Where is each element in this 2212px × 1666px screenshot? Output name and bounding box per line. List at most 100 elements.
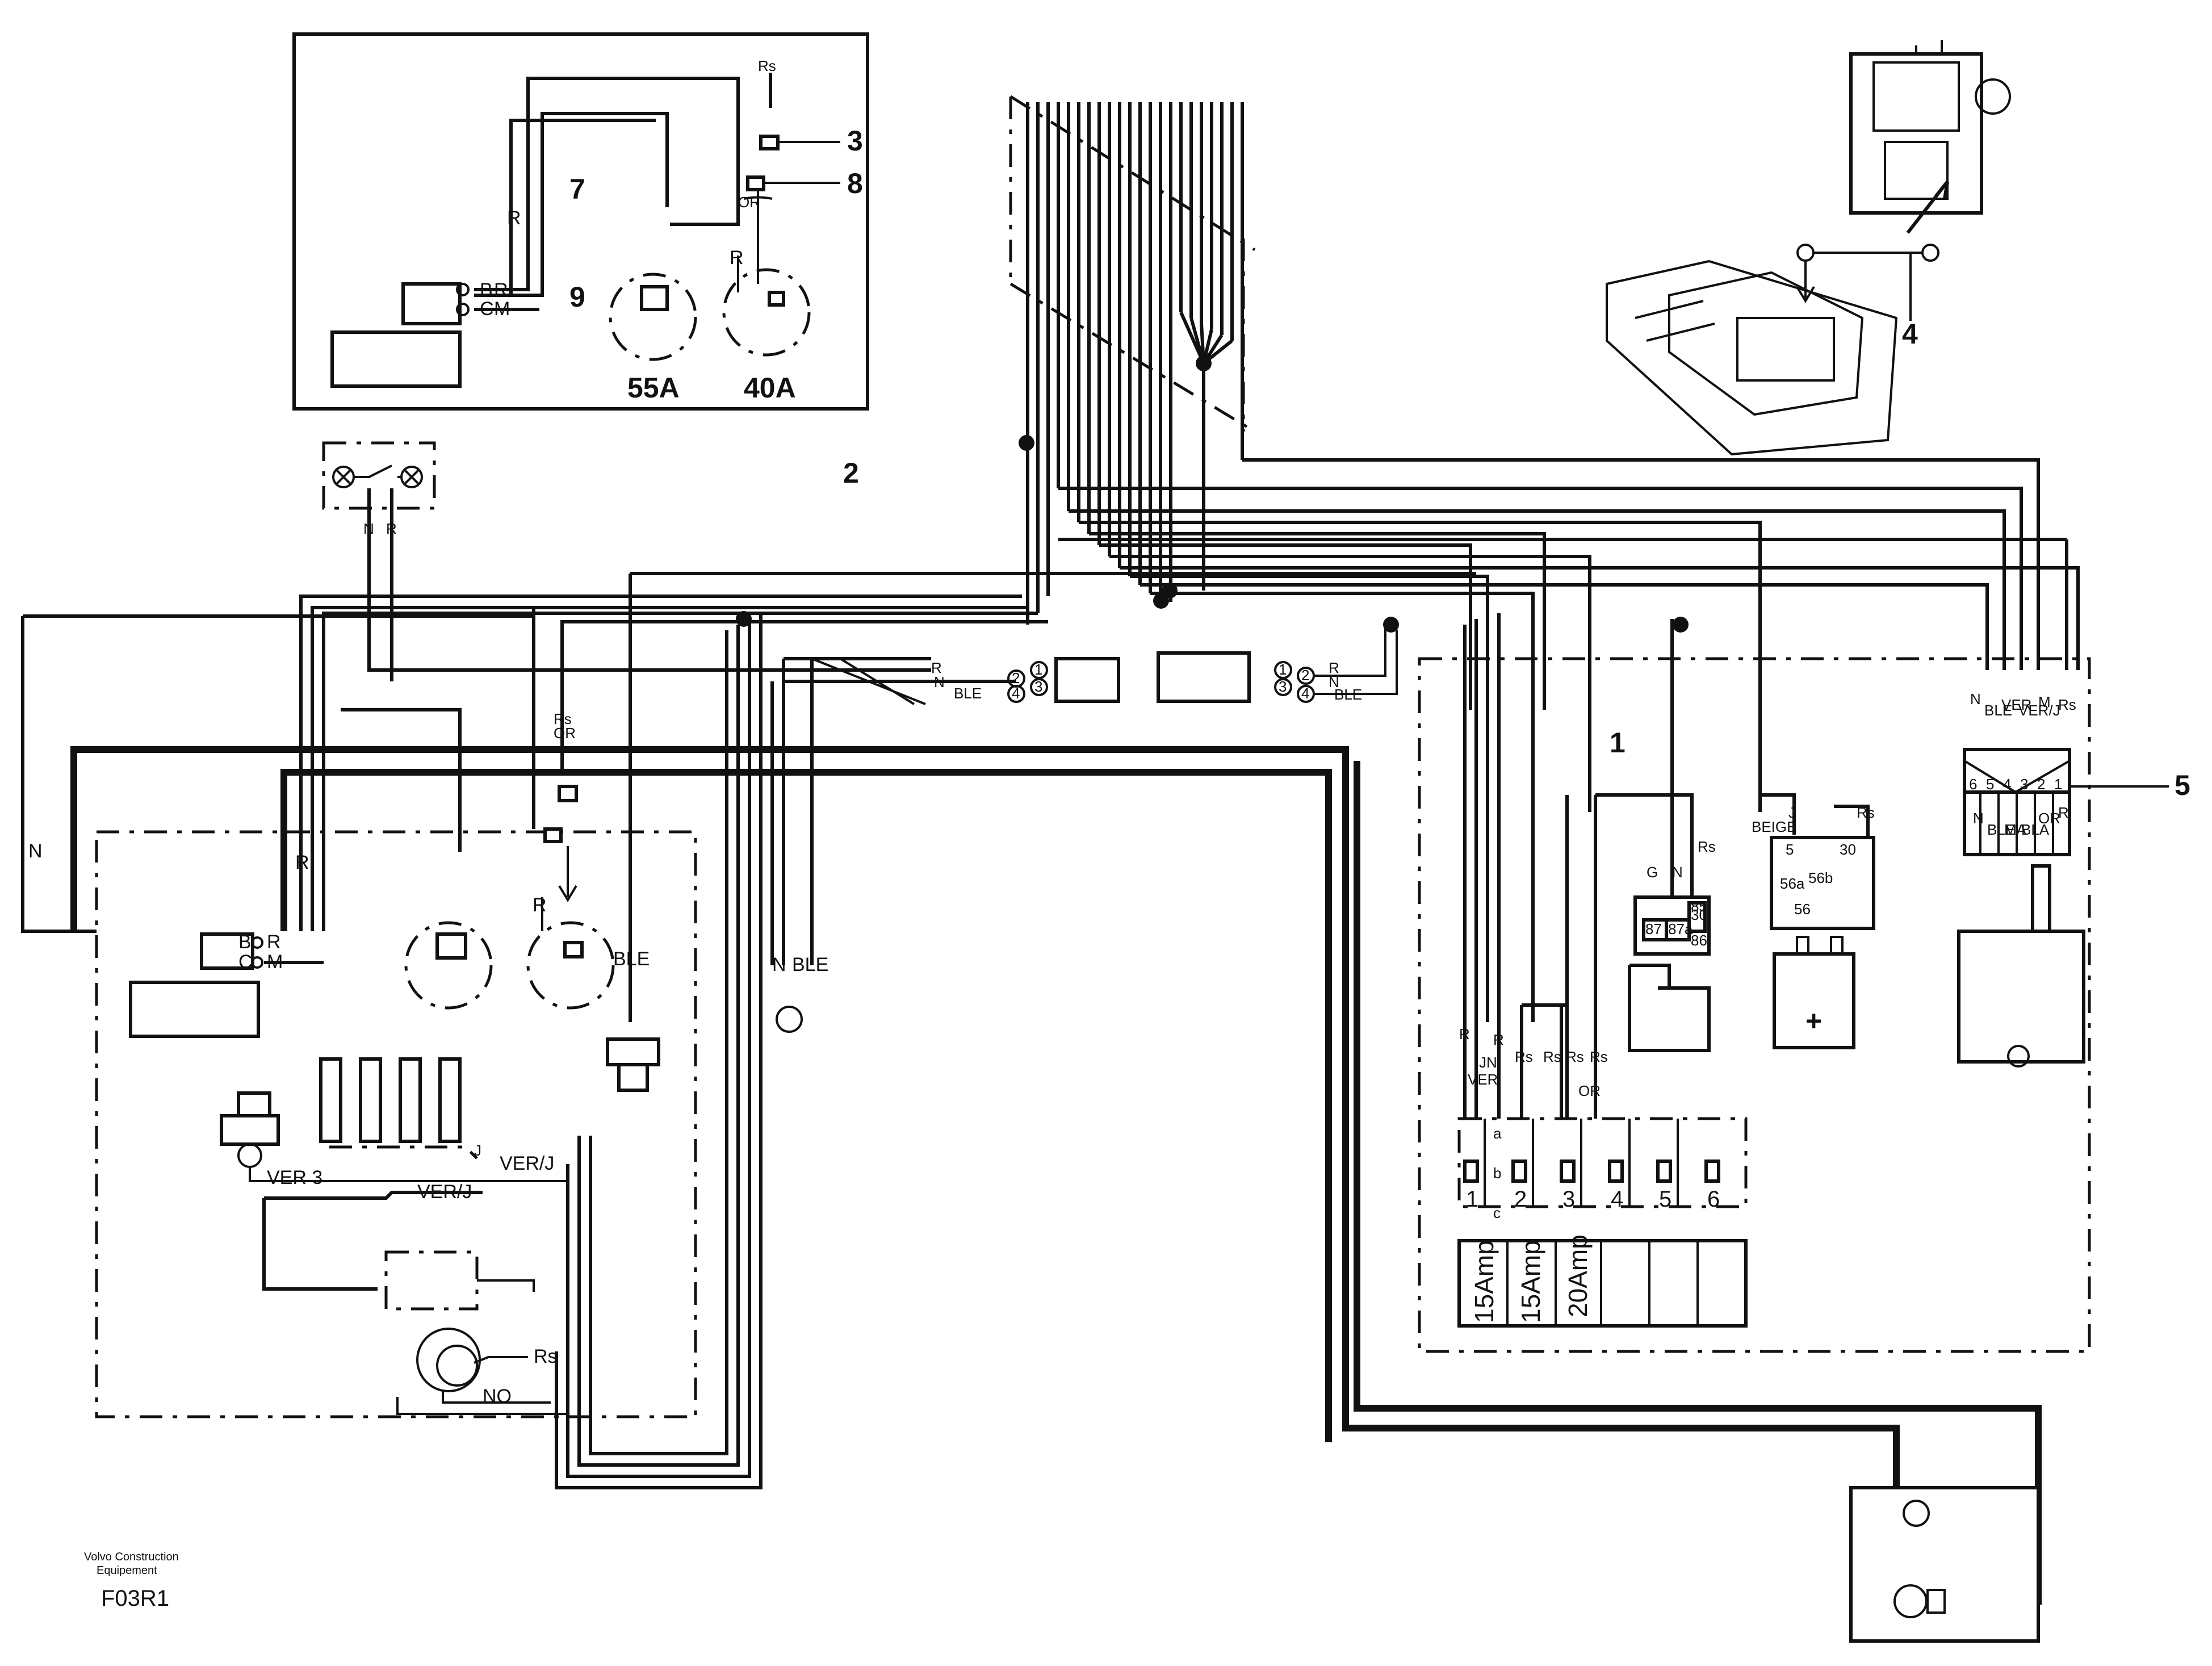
callout-9: 9 — [569, 281, 585, 313]
main-wire-or: OR — [554, 725, 576, 742]
c5-pin-5: 5 — [1986, 776, 1994, 793]
connector-2 — [811, 651, 1315, 705]
callout-3: 3 — [847, 125, 863, 157]
connector-5 — [1957, 748, 2085, 1068]
inset-wire-r: R — [507, 207, 521, 229]
inset-panel — [292, 32, 869, 411]
fuse-number-2: 2 — [1514, 1187, 1527, 1212]
inset-wire-r2: R — [494, 279, 508, 301]
c5-pin-3: 3 — [2020, 776, 2028, 793]
engine-illustration — [1849, 40, 2011, 234]
c5-wire-ma: MA — [2004, 821, 2027, 838]
fuse-rating-3: 20Amp — [1563, 1234, 1593, 1317]
fuse-wire-r: R — [533, 894, 547, 916]
conn-b-wire-n: N — [1329, 673, 1339, 690]
relay-term-30: 30 — [1691, 906, 1707, 923]
inset-wire-r3: R — [730, 247, 744, 269]
flasher-term-30: 30 — [1840, 841, 1856, 858]
conn-b-pin-2: 2 — [1301, 667, 1309, 684]
splice-dot — [1019, 435, 1034, 451]
c5-wire-ble: BLE — [1984, 702, 2012, 719]
sensor-wire-ver3: VER 3 — [267, 1167, 322, 1188]
inset-wire-m: M — [494, 298, 510, 320]
fuse-contact-a: a — [1493, 1125, 1502, 1142]
left-wire-n: N — [28, 840, 43, 862]
conn-pin-2: 2 — [1012, 669, 1020, 687]
fuse-rating-1: 15Amp — [1469, 1240, 1499, 1323]
lamp-wire-n: N — [363, 520, 374, 537]
c5-pin-4: 4 — [2003, 776, 2011, 793]
c5-wire-or: OR — [2038, 810, 2060, 827]
footer-brand-line2: Equipement — [97, 1564, 157, 1577]
inset-wire-or: OR — [738, 194, 760, 211]
flasher-term-56b: 56b — [1808, 869, 1833, 886]
fuse-wire-or: OR — [1578, 1082, 1601, 1099]
fuse-number-5: 5 — [1659, 1187, 1671, 1212]
flasher-wire-beige: BEIGE — [1752, 818, 1796, 835]
fuse-contact-b: b — [1493, 1165, 1501, 1182]
callout-5: 5 — [2175, 769, 2190, 801]
fuse-40a-label: 40A — [744, 372, 796, 404]
fuse-rating-2: 15Amp — [1516, 1240, 1545, 1323]
c5-wire-n2: N — [1973, 810, 1984, 827]
flasher-term-56a: 56a — [1780, 875, 1805, 892]
c5-wire-r: R — [2058, 804, 2069, 821]
alternator — [200, 932, 254, 970]
fuse-wire-rs2: Rs — [1543, 1048, 1561, 1065]
c5-pin-6: 6 — [1969, 776, 1977, 793]
c5-pin-1: 1 — [2054, 776, 2062, 793]
alt-term-b: B — [238, 931, 252, 953]
cab-panel-frame — [1418, 657, 2091, 1353]
inset-term-b: B — [480, 279, 493, 301]
glow-wire-j: J — [474, 1142, 481, 1159]
splice-dot — [1383, 617, 1399, 633]
conn-wire-ble: BLE — [954, 685, 982, 702]
alt-term-c: C — [238, 951, 253, 973]
sensor-wire-verj: VER/J — [500, 1153, 554, 1174]
conn-b-wire-r: R — [1329, 659, 1339, 676]
fuse-number-1: 1 — [1466, 1187, 1478, 1212]
lamp-switch-frame — [322, 441, 436, 510]
relay-term-85: 85 — [1691, 898, 1707, 915]
conn-b-pin-4: 4 — [1301, 685, 1309, 702]
relay-wire-g: G — [1647, 864, 1658, 881]
flasher-plus-label: + — [1805, 1005, 1822, 1037]
conn-b-pin-3: 3 — [1279, 678, 1287, 695]
callout-2: 2 — [843, 457, 859, 489]
alt-wire-r2: R — [295, 852, 309, 873]
conn-wire-n: N — [934, 673, 945, 690]
conn-b-pin-1: 1 — [1279, 661, 1287, 678]
callout-8: 8 — [847, 168, 863, 199]
main-wire-rs: Rs — [554, 710, 572, 727]
relay-wire-n: N — [1672, 864, 1683, 881]
lamp-wire-r: R — [386, 520, 397, 537]
c5-wire-verj: VER/J — [2018, 702, 2060, 719]
fuse-55a-label: 55A — [627, 372, 680, 404]
conn-pin-4: 4 — [1012, 685, 1020, 702]
fuse-number-4: 4 — [1611, 1187, 1623, 1212]
relay-wire-rs: Rs — [1698, 838, 1716, 855]
inset-term-c: C — [480, 298, 494, 320]
c5-wire-ble2: BLE — [1987, 821, 2015, 838]
conn-wire-r: R — [931, 659, 942, 676]
engine-bay-frame — [95, 830, 697, 1418]
inset-wire-rs: Rs — [758, 57, 776, 74]
splice-dot — [1196, 355, 1212, 371]
conn-pin-3: 3 — [1034, 678, 1042, 695]
fuse-box — [1457, 1117, 1748, 1328]
fuse-wire-r1: R — [1459, 1025, 1470, 1043]
alt-wire-r: R — [267, 931, 281, 953]
fuse-wire-ver: VER — [1468, 1071, 1498, 1088]
flasher-wire-j: J — [1788, 804, 1796, 821]
relay-1 — [1595, 619, 1711, 1052]
fuse-wire-rs3: Rs — [1566, 1048, 1584, 1065]
c5-wire-m: M — [2038, 693, 2051, 710]
flasher-wire-rs: Rs — [1857, 804, 1875, 821]
callout-4: 4 — [1902, 318, 1918, 350]
fuse-contact-c: c — [1493, 1204, 1501, 1221]
fuse-wire-rs4: Rs — [1590, 1048, 1608, 1065]
horn-wire-ble: BLE — [792, 954, 828, 976]
conn-pin-1: 1 — [1034, 661, 1042, 678]
chassis-illustration — [1606, 259, 1898, 456]
sol-wire-verj: VER/J — [417, 1181, 472, 1203]
